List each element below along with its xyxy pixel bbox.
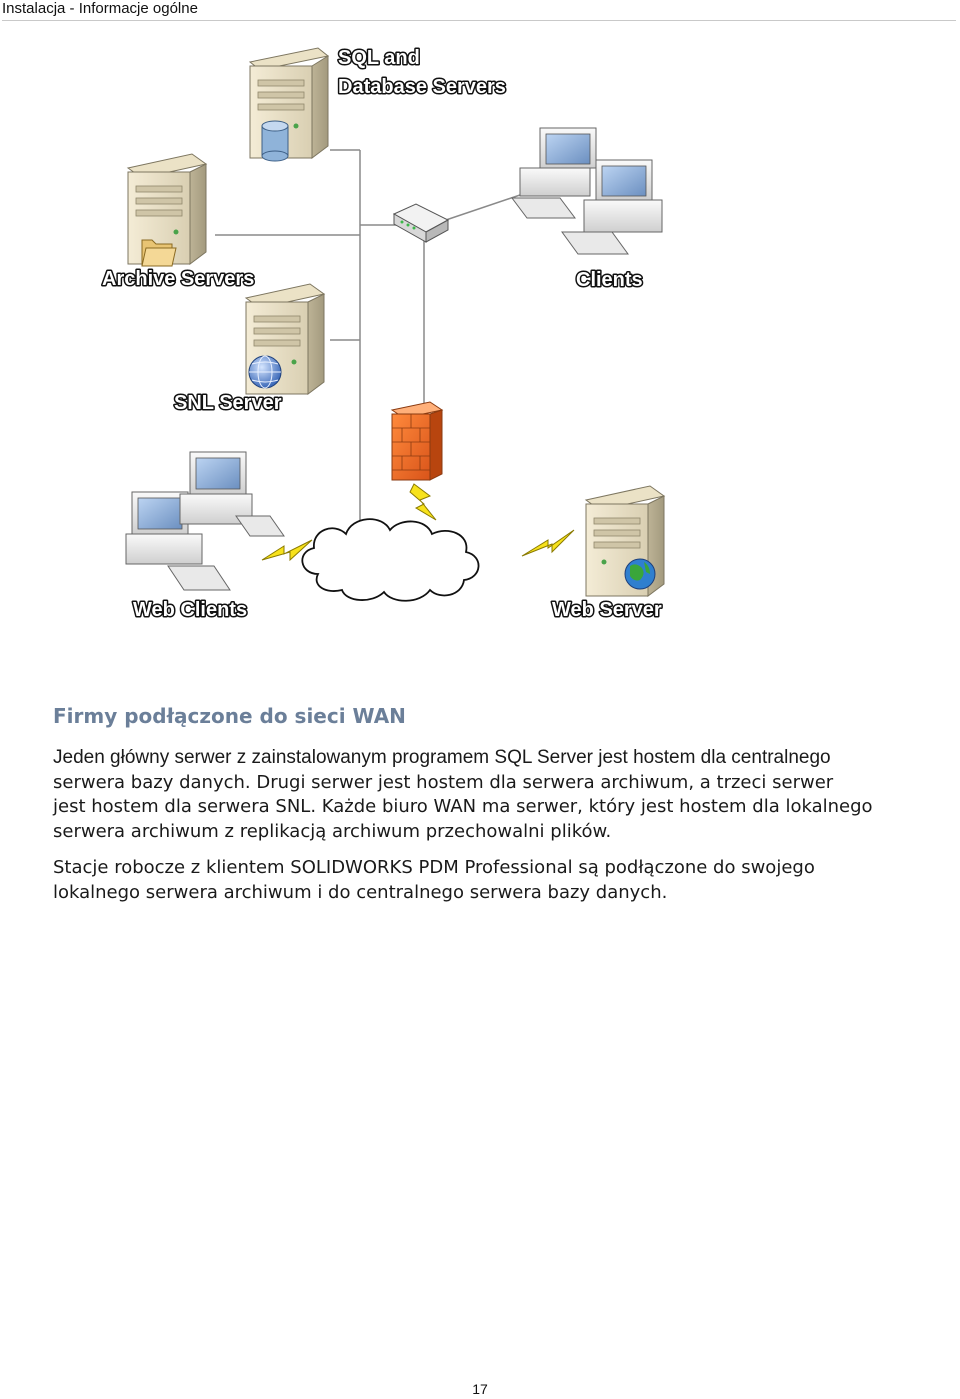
- web-server-label: Web Server: [552, 599, 662, 621]
- snl-server-label: SNL Server: [174, 392, 282, 414]
- clients-label: Clients: [576, 269, 643, 291]
- paragraph-1: Jeden główny serwer z zainstalowanym pro…: [53, 746, 958, 844]
- link-router-clients: [439, 194, 521, 223]
- globe-icon: [248, 355, 282, 389]
- snl-server-icon: [244, 283, 326, 395]
- archive-servers-label: Archive Servers: [102, 268, 254, 290]
- paragraph-1-line-1: Jeden główny serwer z zainstalowanym pro…: [53, 747, 831, 768]
- web-server-icon: [584, 485, 666, 597]
- web-client-workstation-icon-1: [125, 491, 231, 591]
- sql-servers-label-line2: Database Servers: [338, 76, 506, 98]
- router-icon: [392, 203, 450, 243]
- network-links: [215, 149, 521, 540]
- sql-database-server-icon: [248, 47, 330, 162]
- paragraph-2-line-2: lokalnego serwera archiwum i do centraln…: [53, 881, 668, 903]
- sql-servers-label-line1: SQL and: [338, 47, 420, 69]
- lightning-bolt-icon-webclients: [261, 539, 313, 562]
- network-diagram: SQL and Database Servers Archive Servers: [101, 46, 666, 623]
- paragraph-1-line-4: serwera archiwum z replikacją archiwum p…: [53, 820, 612, 842]
- lightning-bolt-icon-webserver: [521, 529, 575, 557]
- lightning-bolt-icon-firewall: [409, 483, 437, 521]
- paragraph-2-line-1: Stacje robocze z klientem SOLIDWORKS PDM…: [53, 857, 815, 878]
- folder-icon: [141, 239, 177, 267]
- client-workstation-icon-2: [561, 159, 663, 255]
- globe-icon: [624, 558, 656, 590]
- archive-server-icon: [126, 153, 208, 267]
- web-client-workstation-icon-2: [179, 451, 285, 537]
- web-clients-label: Web Clients: [133, 599, 247, 621]
- paragraph-1-line-3: jest hostem dla serwera SNL. Każde biuro…: [53, 796, 873, 817]
- page-number: 17: [472, 1381, 488, 1397]
- paragraph-1-line-2: serwera bazy danych. Drugi serwer jest h…: [53, 771, 834, 793]
- section-title: Firmy podłączone do sieci WAN: [53, 704, 406, 728]
- database-cylinder-icon: [261, 120, 289, 162]
- internet-cloud-icon: [301, 518, 480, 602]
- firewall-icon: [390, 401, 444, 481]
- running-header: Instalacja - Informacje ogólne: [2, 0, 956, 21]
- paragraph-2: Stacje robocze z klientem SOLIDWORKS PDM…: [53, 856, 958, 905]
- client-workstation-icon-1: [511, 127, 597, 219]
